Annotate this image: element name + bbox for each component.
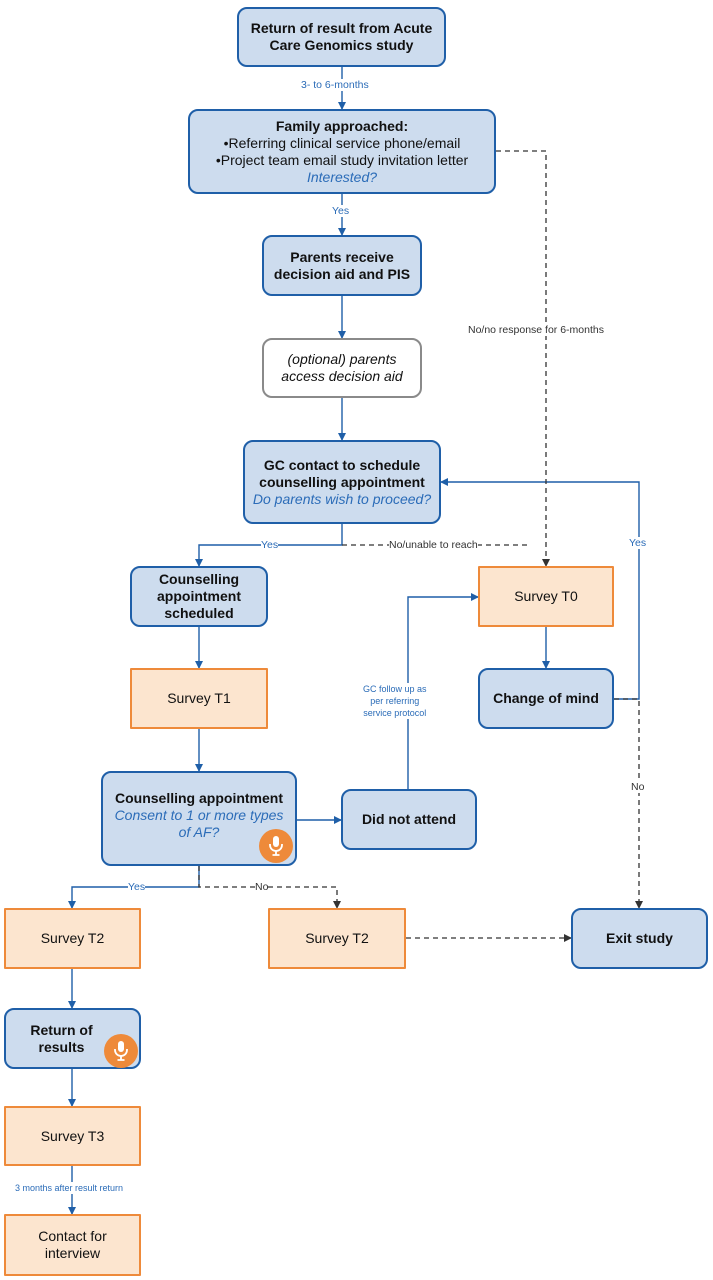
node-gc-line1: GC contact to schedule — [263, 456, 421, 473]
edge-label-no-unable: No/unable to reach — [389, 539, 478, 551]
node-scheduled-line3: scheduled — [164, 605, 234, 621]
edge-label-yes-change: Yes — [629, 537, 647, 549]
edge-change-no-to-exit — [614, 698, 643, 909]
edge-label-no-change: No — [631, 781, 645, 793]
edge-label-no-response: No/no response for 6-months — [468, 324, 604, 336]
node-survey-t2-yes-label: Survey T2 — [40, 930, 105, 946]
node-exit-study: Exit study — [571, 908, 708, 969]
node-family-bullet-2: •Project team email study invitation let… — [215, 151, 469, 168]
node-gc-contact: GC contact to schedule counselling appoi… — [243, 440, 441, 524]
microphone-icon — [104, 1034, 138, 1068]
node-parents-receive: Parents receive decision aid and PIS — [262, 235, 422, 296]
node-contact-line2: interview — [44, 1245, 101, 1261]
node-survey-t2-no-label: Survey T2 — [305, 930, 369, 946]
node-change-label: Change of mind — [493, 690, 599, 706]
node-family-approached: Family approached: •Referring clinical s… — [188, 109, 496, 194]
node-survey-t2-no: Survey T2 — [268, 908, 406, 969]
node-exit-label: Exit study — [606, 930, 673, 946]
node-appointment-question-2: of AF? — [178, 824, 220, 840]
node-gc-line2: counselling appointment — [259, 473, 425, 490]
node-survey-t0: Survey T0 — [478, 566, 614, 627]
node-dna-label: Did not attend — [361, 811, 457, 827]
edge-label-yes-interested: Yes — [332, 205, 350, 217]
edge-label-3-6-months: 3- to 6-months — [301, 79, 369, 91]
node-family-question: Interested? — [306, 168, 378, 185]
node-return-results-line2: results — [38, 1038, 85, 1055]
edge-label-gc-follow-up-1: GC follow up as — [363, 684, 427, 694]
node-contact-line1: Contact for — [38, 1228, 107, 1244]
node-appointment-title: Counselling appointment — [115, 790, 283, 806]
node-family-bullet-1: •Referring clinical service phone/email — [223, 134, 461, 151]
node-return-acute-line1: Return of result from Acute — [250, 20, 433, 36]
edge-label-no-consent: No — [255, 881, 269, 893]
node-return-acute: Return of result from Acute Care Genomic… — [237, 7, 446, 67]
node-survey-t1: Survey T1 — [130, 668, 268, 729]
microphone-icon — [259, 829, 293, 863]
edge-label-yes-consent: Yes — [128, 881, 146, 893]
edge-label-gc-follow-up-2: per referring — [370, 696, 420, 706]
node-parents-line2: decision aid and PIS — [273, 265, 411, 282]
node-change-of-mind: Change of mind — [478, 668, 614, 729]
edge-dna-to-t0 — [407, 593, 479, 789]
node-family-title: Family approached: — [275, 117, 409, 134]
node-contact-interview: Contact for interview — [4, 1214, 141, 1276]
node-survey-t0-label: Survey T0 — [514, 588, 578, 604]
node-optional-line1: (optional) parents — [287, 351, 397, 367]
node-survey-t1-label: Survey T1 — [167, 690, 231, 706]
node-scheduled-line2: appointment — [157, 588, 241, 604]
node-did-not-attend: Did not attend — [341, 789, 477, 850]
edge-label-gc-follow-up: GC follow up as per referring service pr… — [363, 683, 427, 719]
node-appointment-question-1: Consent to 1 or more types — [114, 807, 284, 823]
node-counselling-scheduled: Counselling appointment scheduled — [130, 566, 268, 627]
edge-family-no-to-t0 — [496, 150, 550, 567]
node-parents-line1: Parents receive — [290, 248, 394, 265]
node-scheduled-line1: Counselling — [158, 571, 240, 587]
edge-label-yes-proceed: Yes — [261, 539, 279, 551]
node-optional-line2: access decision aid — [281, 368, 403, 384]
node-optional-access: (optional) parents access decision aid — [262, 338, 422, 398]
node-survey-t3-label: Survey T3 — [40, 1127, 105, 1144]
edge-label-three-months: 3 months after result return — [15, 1182, 124, 1194]
node-return-results-line1: Return of — [30, 1021, 93, 1038]
node-survey-t2-yes: Survey T2 — [4, 908, 141, 969]
edge-label-gc-follow-up-3: service protocol — [363, 708, 427, 718]
node-gc-question: Do parents wish to proceed? — [252, 490, 432, 507]
node-return-acute-line2: Care Genomics study — [269, 37, 414, 53]
node-survey-t3: Survey T3 — [4, 1106, 141, 1166]
